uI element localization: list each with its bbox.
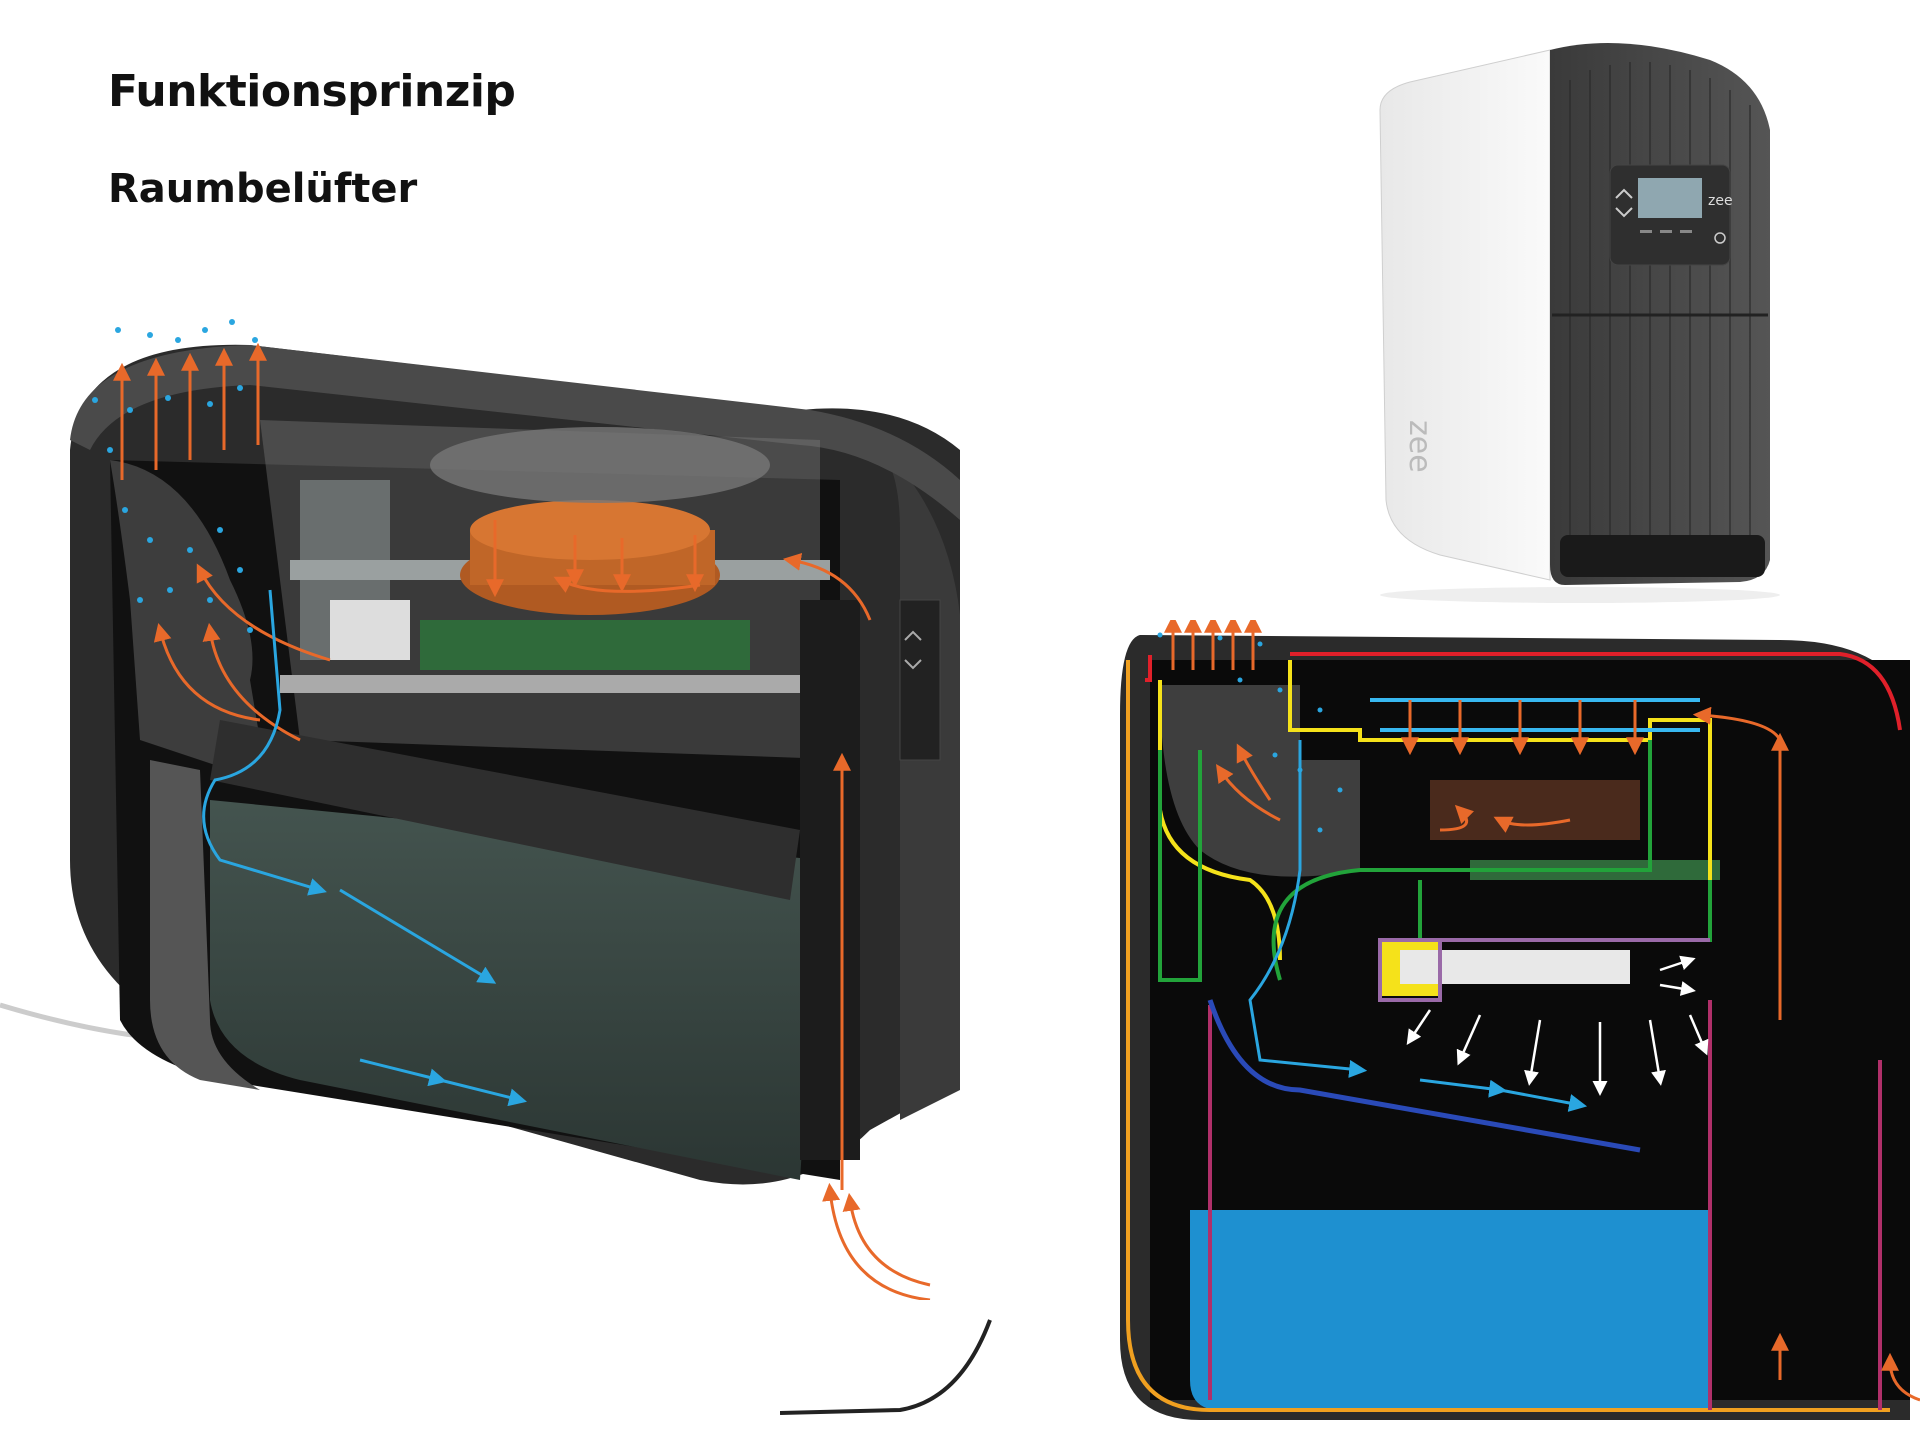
panel-brand: zee [1708, 193, 1733, 209]
power-icon [1714, 232, 1726, 244]
page-title: Funktionsprinzip [108, 66, 516, 117]
display-screen [1638, 178, 1702, 218]
schematic-illustration-right [780, 620, 1920, 1420]
product-photo: zee zee [1320, 20, 1920, 680]
side-brand: zee [1402, 420, 1437, 473]
chevron-up-icon [1615, 188, 1633, 199]
page-subtitle: Raumbelüfter [108, 166, 418, 212]
moisture-dots-left [92, 319, 258, 633]
chevron-down-icon [1615, 207, 1633, 218]
cutaway-illustration-left [0, 319, 960, 1300]
moisture-dots-right [1157, 632, 1343, 833]
